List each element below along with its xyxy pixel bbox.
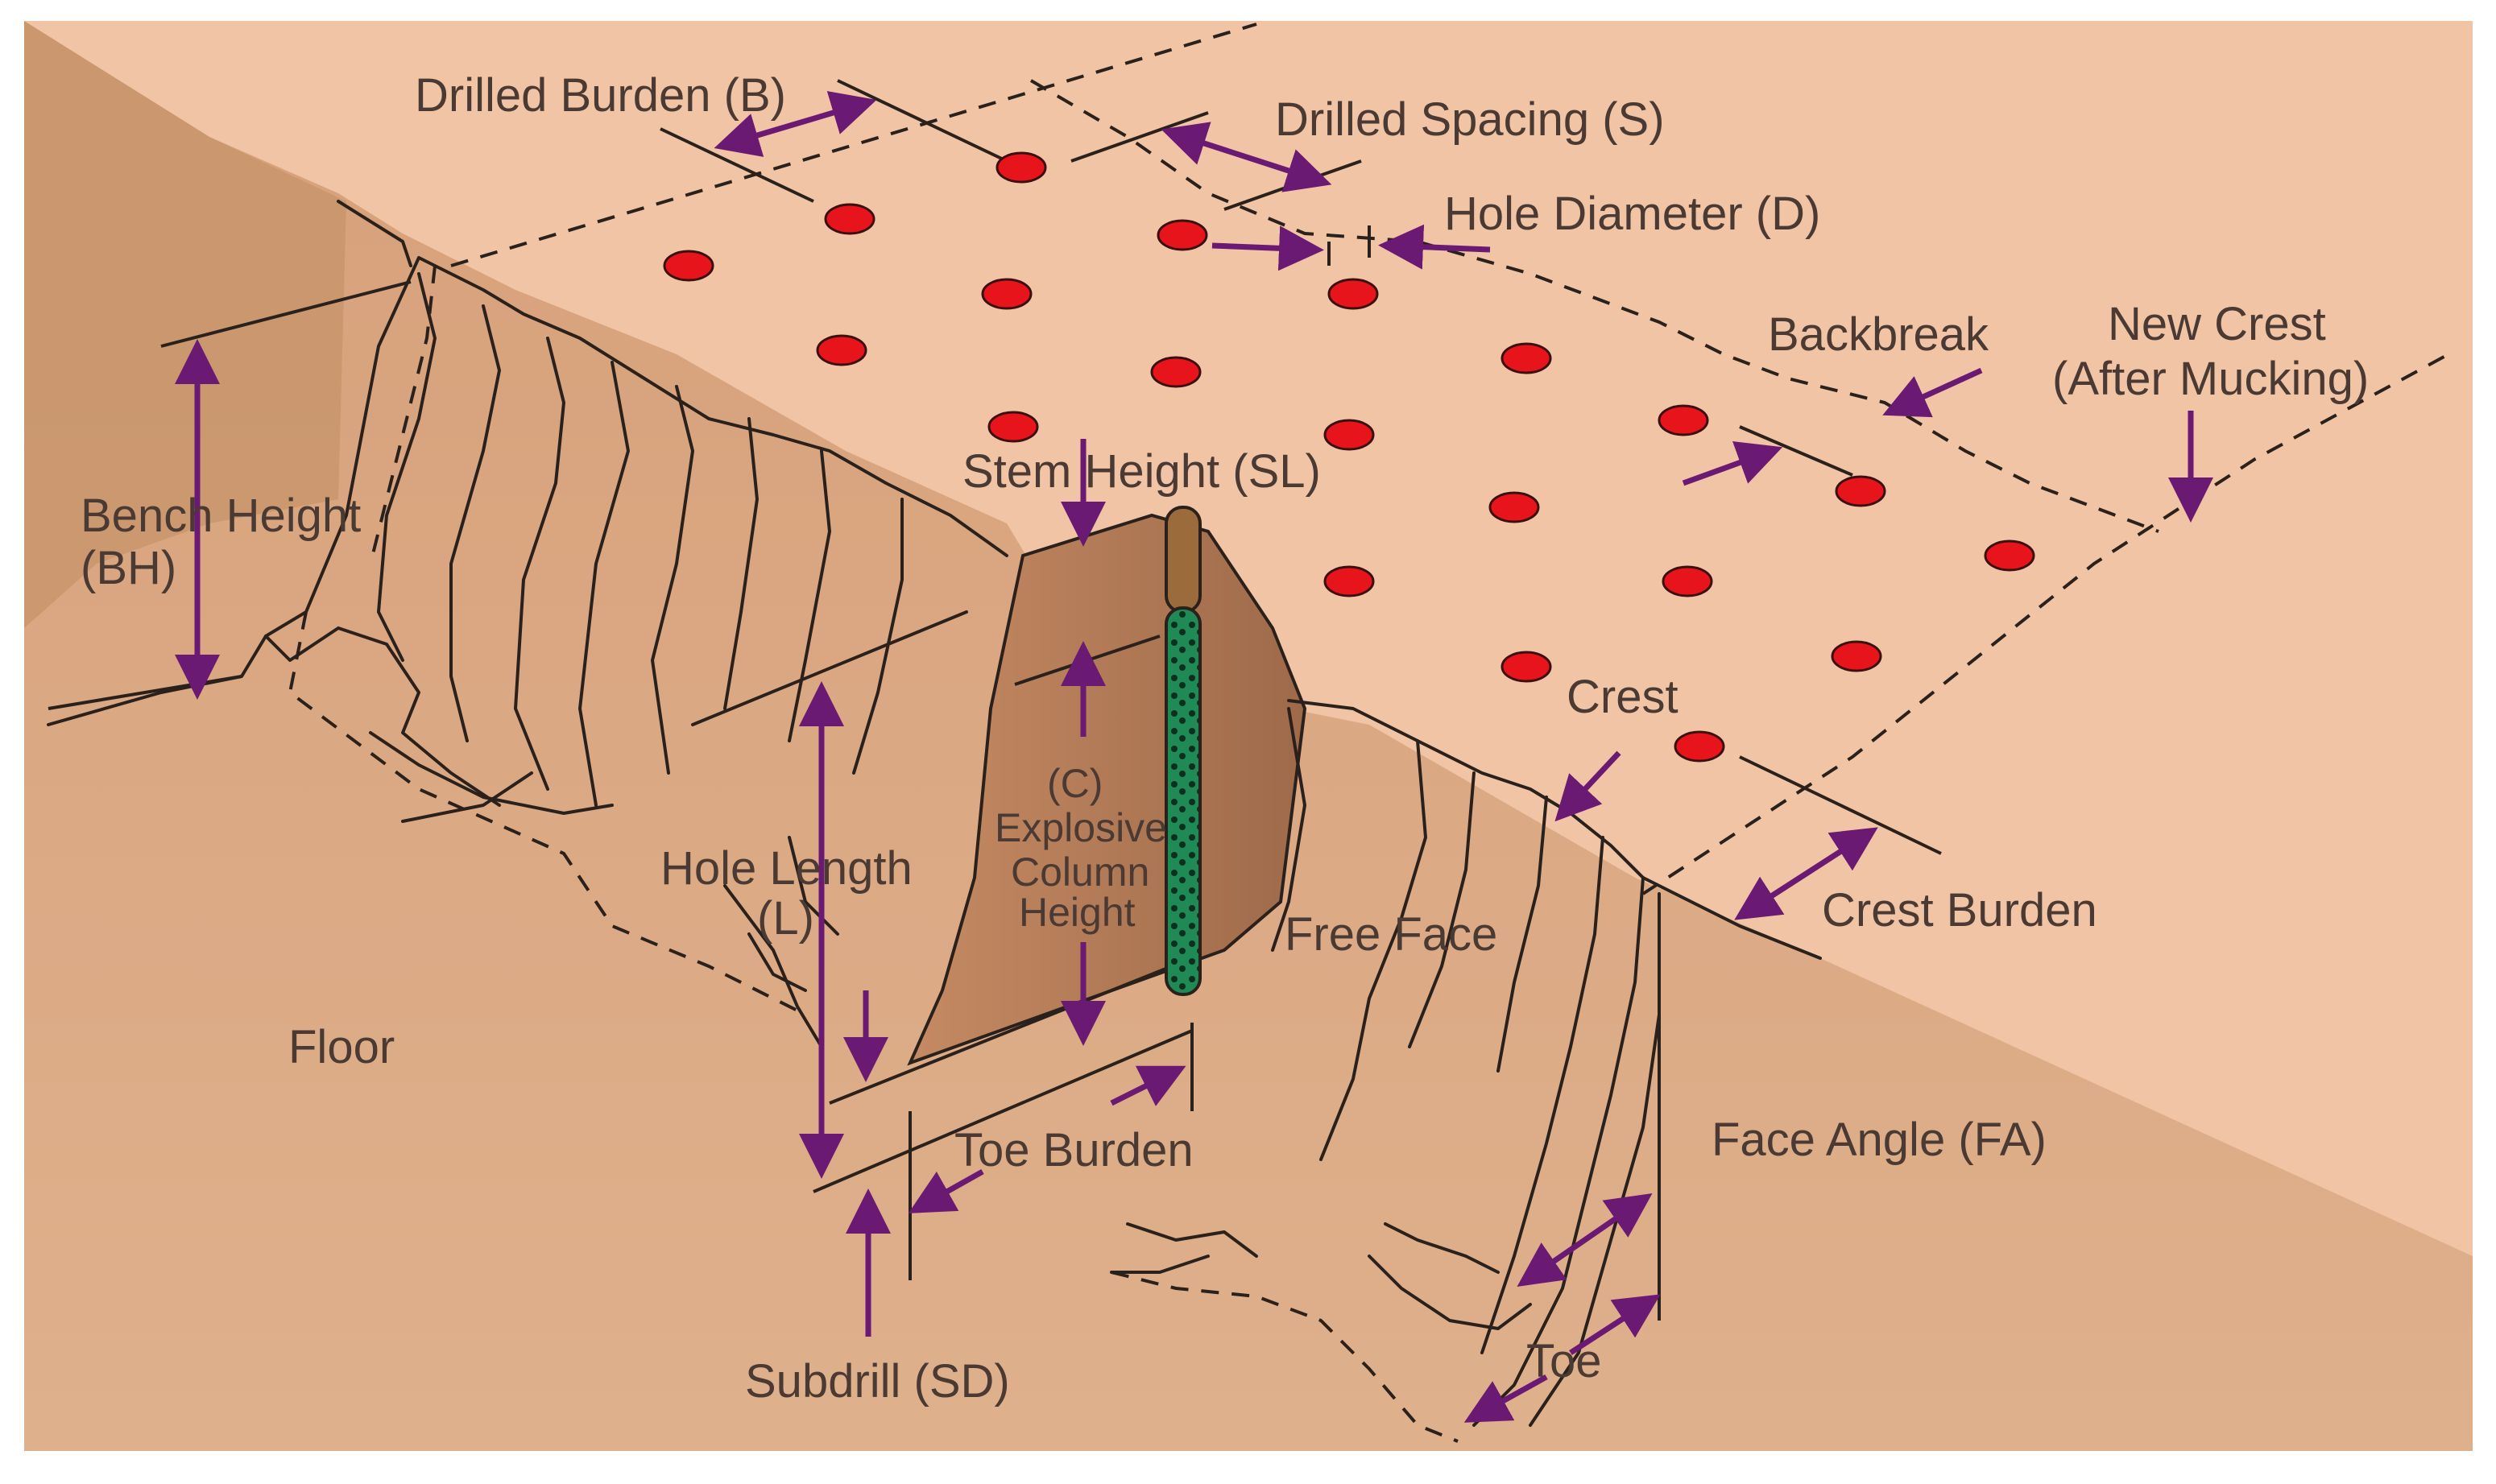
label-hole-diameter: Hole Diameter (D) <box>1444 188 1820 240</box>
label-explosive-1: (C) <box>1047 761 1103 806</box>
label-bench-height-1: Bench Height <box>81 490 361 542</box>
label-explosive-2: Explosive <box>995 805 1167 850</box>
label-floor: Floor <box>288 1021 395 1073</box>
label-explosive-4: Height <box>1019 890 1136 935</box>
label-drilled-burden: Drilled Burden (B) <box>415 69 786 122</box>
blast-hole-icon <box>983 279 1031 308</box>
label-hole-length-1: Hole Length <box>660 842 913 895</box>
blast-hole-icon <box>1152 358 1200 387</box>
stemming-column <box>1166 507 1200 612</box>
blast-hole-icon <box>818 336 866 365</box>
blast-hole-icon <box>826 205 874 234</box>
blast-hole-icon <box>1325 420 1373 449</box>
blast-hole-icon <box>1158 221 1207 250</box>
explosive-column <box>1166 608 1200 994</box>
label-hole-length-2: (L) <box>757 892 814 945</box>
label-stem-height: Stem Height (SL) <box>962 445 1321 498</box>
blast-hole-icon <box>989 412 1037 441</box>
blast-hole-icon <box>1502 344 1550 373</box>
blast-hole-icon <box>1832 642 1881 671</box>
blast-hole-icon <box>1663 567 1712 596</box>
hole-diameter-arrow-right <box>1389 246 1490 250</box>
label-face-angle: Face Angle (FA) <box>1712 1114 2047 1166</box>
label-crest: Crest <box>1567 671 1678 723</box>
label-bench-height-2: (BH) <box>81 542 176 594</box>
blast-hole-icon <box>1985 541 2034 570</box>
blast-hole-icon <box>1329 279 1377 308</box>
label-subdrill: Subdrill (SD) <box>745 1355 1010 1408</box>
blast-hole-icon <box>1836 477 1885 506</box>
label-toe: Toe <box>1526 1335 1602 1387</box>
label-free-face: Free Face <box>1285 908 1497 961</box>
hole-diameter-arrow-left <box>1212 246 1313 250</box>
blast-hole-icon <box>1675 732 1724 761</box>
blast-hole-icon <box>997 153 1045 182</box>
label-drilled-spacing: Drilled Spacing (S) <box>1275 93 1665 146</box>
blast-hole-icon <box>1325 567 1373 596</box>
label-crest-burden: Crest Burden <box>1822 884 2097 936</box>
label-toe-burden: Toe Burden <box>954 1124 1194 1176</box>
blast-hole-icon <box>1659 406 1707 435</box>
blast-hole-icon <box>1490 493 1538 522</box>
label-backbreak: Backbreak <box>1768 308 1989 361</box>
label-explosive-3: Column <box>1011 849 1149 895</box>
label-new-crest-2: (After Mucking) <box>2052 353 2369 405</box>
label-new-crest-1: New Crest <box>2108 298 2326 350</box>
blast-hole-icon <box>1502 652 1550 681</box>
blast-hole-icon <box>664 251 713 280</box>
